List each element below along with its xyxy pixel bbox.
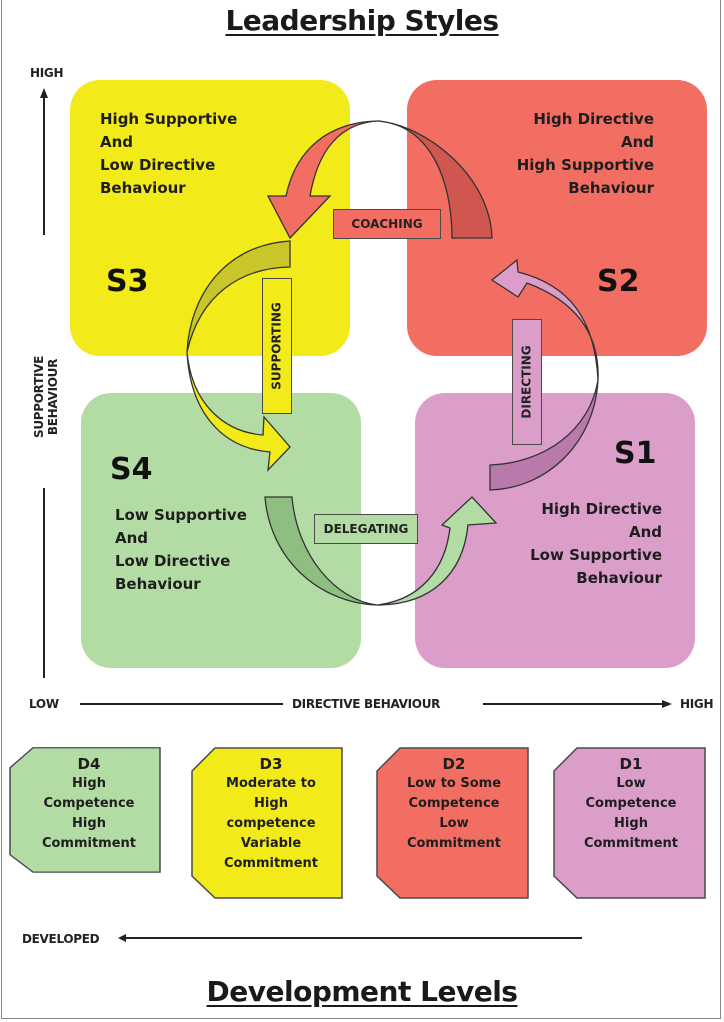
directing-label: DIRECTING	[512, 319, 542, 445]
d3-line: Moderate to	[226, 776, 316, 791]
development-levels-title: Development Levels	[206, 975, 518, 1008]
d1-line: Low	[616, 776, 646, 791]
s1-line: Low Supportive	[530, 546, 662, 564]
directive-behaviour-axis-label: DIRECTIVE BEHAVIOUR	[292, 697, 441, 711]
d1-line: Commitment	[583, 836, 679, 851]
coaching-text: COACHING	[351, 217, 423, 231]
coaching-arrow-head	[266, 120, 379, 240]
s2-line: High Directive	[533, 110, 654, 128]
d3-id: D3	[259, 755, 283, 773]
s2-line: And	[620, 133, 654, 151]
d1-id: D1	[619, 755, 643, 773]
d3-line: Commitment	[223, 856, 319, 871]
d2-id: D2	[442, 755, 466, 773]
development-level-d2: D2 Low to Some Competence Low Commitment	[375, 746, 530, 901]
leadership-styles-title: Leadership Styles	[225, 4, 499, 37]
directive-low-label: LOW	[29, 697, 59, 711]
vertical-axis-arrowhead	[40, 88, 48, 98]
s4-line: Low Directive	[115, 552, 231, 570]
coaching-label: COACHING	[333, 209, 441, 239]
directive-high-label: HIGH	[680, 697, 714, 711]
directing-arrow-tail	[489, 379, 599, 491]
d3-line: High	[254, 796, 288, 811]
d2-line: Low to Some	[406, 776, 502, 791]
s4-description: Low Supportive And Low Directive Behavio…	[115, 504, 247, 596]
s4-line: Low Supportive	[115, 506, 247, 524]
s3-line: And	[100, 133, 134, 151]
d4-line: Competence	[43, 796, 135, 811]
d4-text: D4 High Competence High Commitment	[13, 754, 165, 854]
s1-description: High Directive And Low Supportive Behavi…	[500, 498, 662, 590]
s3-line: Behaviour	[100, 179, 186, 197]
d2-line: Low	[439, 816, 469, 831]
d2-line: Commitment	[406, 836, 502, 851]
delegating-arrow-head	[376, 496, 498, 606]
s1-line: High Directive	[541, 500, 662, 518]
d1-line: High	[614, 816, 648, 831]
d2-text: D2 Low to Some Competence Low Commitment	[378, 754, 530, 854]
supportive-high-label: HIGH	[30, 66, 64, 80]
d2-line: Competence	[408, 796, 500, 811]
coaching-arrow-tail	[377, 120, 493, 239]
d1-line: Competence	[585, 796, 677, 811]
d3-text: D3 Moderate to High competence Variable …	[195, 754, 347, 874]
s3-label: S3	[106, 264, 149, 299]
s4-line: Behaviour	[115, 575, 201, 593]
s3-description: High Supportive And Low Directive Behavi…	[100, 108, 237, 200]
development-axis-arrowhead	[118, 934, 126, 942]
horizontal-axis-arrowhead	[662, 700, 672, 708]
s4-label: S4	[110, 452, 153, 487]
development-level-d4: D4 High Competence High Commitment	[8, 746, 161, 873]
s4-line: And	[115, 529, 149, 547]
supporting-label: SUPPORTING	[262, 278, 292, 414]
s1-line: And	[628, 523, 662, 541]
d4-line: High	[72, 816, 106, 831]
d4-line: High	[72, 776, 106, 791]
s2-line: Behaviour	[568, 179, 654, 197]
delegating-label: DELEGATING	[314, 514, 418, 544]
developed-label: DEVELOPED	[22, 932, 100, 946]
s2-line: High Supportive	[516, 156, 654, 174]
development-level-d1: D1 Low Competence High Commitment	[552, 746, 707, 901]
s2-label: S2	[597, 264, 640, 299]
delegating-text: DELEGATING	[323, 522, 409, 536]
s1-label: S1	[614, 436, 657, 471]
d3-line: Variable	[240, 836, 302, 851]
supporting-arrow-head	[186, 351, 291, 472]
d3-line: competence	[226, 816, 316, 831]
s2-description: High Directive And High Supportive Behav…	[500, 108, 654, 200]
s3-line: High Supportive	[100, 110, 238, 128]
d1-text: D1 Low Competence High Commitment	[555, 754, 707, 854]
d4-line: Commitment	[41, 836, 137, 851]
s1-line: Behaviour	[576, 569, 662, 587]
s3-line: Low Directive	[100, 156, 216, 174]
directing-arrow-head	[490, 258, 599, 381]
development-level-d3: D3 Moderate to High competence Variable …	[190, 746, 343, 899]
d4-id: D4	[77, 755, 101, 773]
